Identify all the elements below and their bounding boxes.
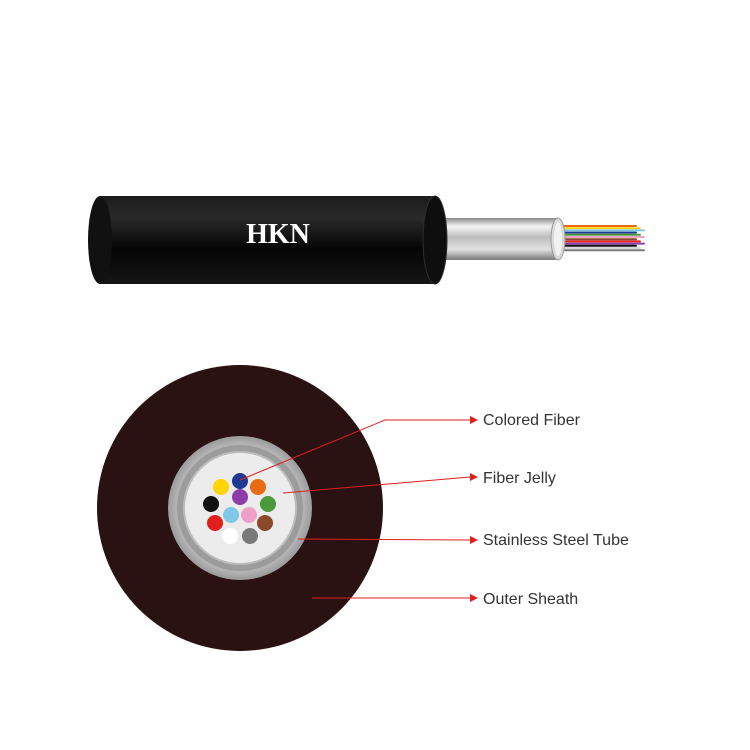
- callouts: Colored Fiber Fiber Jelly Stainless Stee…: [239, 412, 629, 608]
- leader-line: [297, 538, 471, 541]
- label-fiber-jelly: Fiber Jelly: [483, 470, 556, 487]
- fiber-dot: [203, 496, 219, 512]
- callout-stainless-steel-tube: Stainless Steel Tube: [297, 532, 629, 549]
- cable-side-view: HKN: [88, 195, 645, 285]
- fiber-jelly: [185, 453, 295, 563]
- fiber-dot: [232, 473, 248, 489]
- fiber-dot: [207, 515, 223, 531]
- leader-line: [282, 476, 471, 494]
- callout-colored-fiber: Colored Fiber: [239, 412, 581, 481]
- callout-fiber-jelly: Fiber Jelly: [282, 470, 556, 494]
- fiber-dot: [242, 528, 258, 544]
- colored-fibers: [203, 473, 276, 544]
- callout-outer-sheath: Outer Sheath: [312, 591, 578, 608]
- steel-tube-side: [428, 217, 566, 261]
- arrowhead: [470, 594, 478, 602]
- arrowhead: [470, 536, 478, 544]
- fiber-dot: [213, 479, 229, 495]
- cable-cross-section: [97, 365, 383, 651]
- fiber-dot: [223, 507, 239, 523]
- fiber-dot: [250, 479, 266, 495]
- arrowhead: [470, 473, 478, 481]
- cable-jacket: [88, 195, 448, 285]
- arrowhead: [470, 416, 478, 424]
- leader-line: [239, 419, 470, 481]
- fiber-dot: [232, 489, 248, 505]
- fiber-dot: [241, 507, 257, 523]
- fiber-dot: [222, 528, 238, 544]
- fiber-bundle: [551, 225, 645, 252]
- fiber-dot: [260, 496, 276, 512]
- fiber-dot: [257, 515, 273, 531]
- label-outer-sheath: Outer Sheath: [483, 591, 578, 608]
- tube-inner-edge: [177, 445, 303, 571]
- brand-logo: HKN: [246, 219, 310, 250]
- label-stainless-steel-tube: Stainless Steel Tube: [483, 532, 629, 549]
- label-colored-fiber: Colored Fiber: [483, 412, 581, 429]
